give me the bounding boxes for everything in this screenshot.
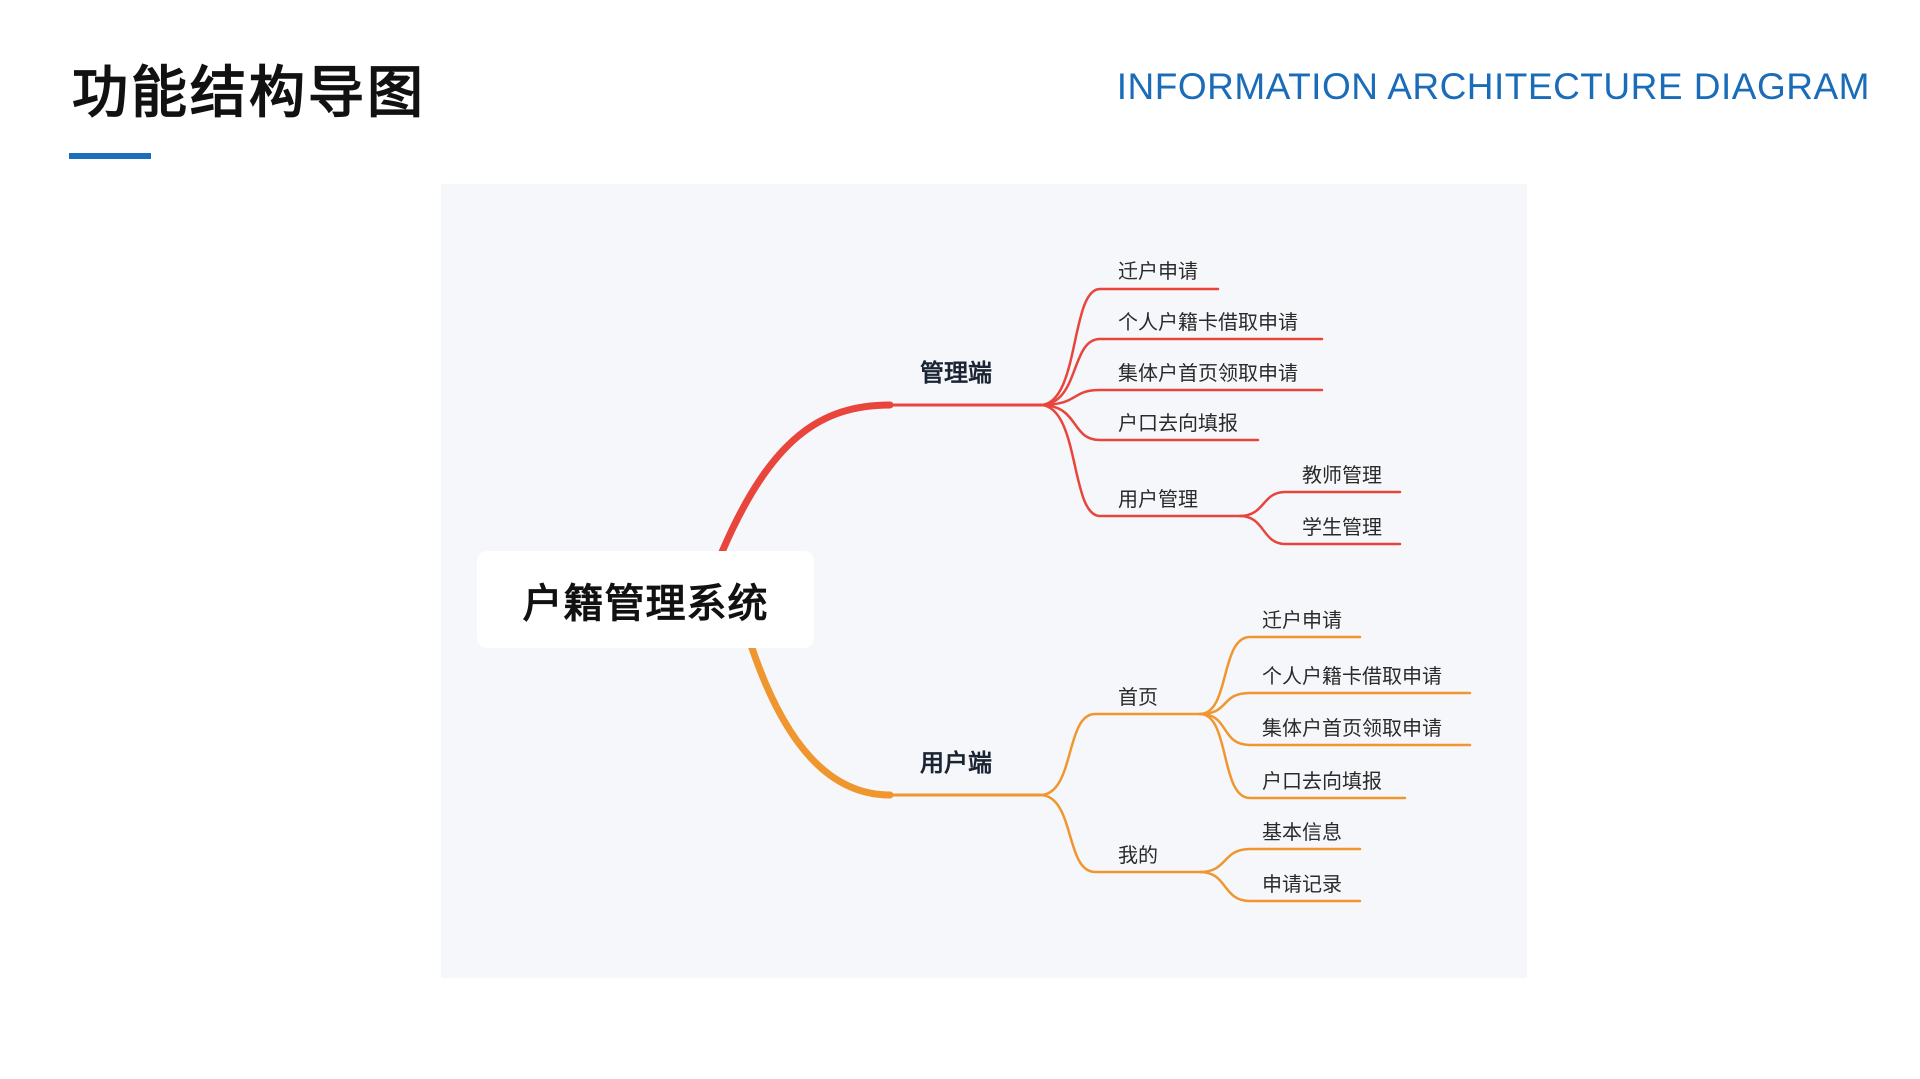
node-mine-records[interactable]: 申请记录 xyxy=(1262,872,1342,896)
branch-admin xyxy=(718,287,1402,556)
connector-admin-child-5 xyxy=(1038,403,1242,518)
connector-mine-child-2 xyxy=(1198,870,1362,903)
connector-mine-child-1 xyxy=(1198,847,1362,874)
page-title: 功能结构导图 xyxy=(72,61,426,126)
node-home-collective[interactable]: 集体户首页领取申请 xyxy=(1262,716,1442,740)
node-admin-destination[interactable]: 户口去向填报 xyxy=(1118,411,1238,435)
root-node-label: 户籍管理系统 xyxy=(522,580,769,627)
node-admin-personal-card[interactable]: 个人户籍卡借取申请 xyxy=(1118,310,1298,334)
connector-admin-child-3 xyxy=(1038,388,1324,407)
connector-admin-child-1 xyxy=(1038,287,1220,407)
connector-root-to-admin xyxy=(718,401,894,556)
connector-home-child-2 xyxy=(1198,691,1472,716)
title-underline xyxy=(69,153,151,159)
connector-admin-child-4 xyxy=(1038,403,1260,442)
connector-home-child-3 xyxy=(1198,712,1472,747)
branch-user xyxy=(748,635,1472,903)
node-home-personal-card[interactable]: 个人户籍卡借取申请 xyxy=(1262,664,1442,688)
root-node[interactable]: 户籍管理系统 xyxy=(477,551,814,648)
connector-user-home xyxy=(1038,712,1202,797)
node-teacher-mgmt[interactable]: 教师管理 xyxy=(1302,463,1382,487)
connector-admin-child-2 xyxy=(1038,337,1324,407)
node-admin[interactable]: 管理端 xyxy=(920,359,992,387)
connector-root-to-user xyxy=(748,644,894,799)
page-subtitle: INFORMATION ARCHITECTURE DIAGRAM xyxy=(1116,66,1870,107)
node-user[interactable]: 用户端 xyxy=(920,749,992,777)
node-admin-migration[interactable]: 迁户申请 xyxy=(1118,259,1198,283)
node-admin-user-mgmt[interactable]: 用户管理 xyxy=(1118,487,1198,511)
node-user-mine[interactable]: 我的 xyxy=(1118,843,1158,867)
node-home-migration[interactable]: 迁户申请 xyxy=(1262,608,1342,632)
node-admin-collective[interactable]: 集体户首页领取申请 xyxy=(1118,361,1298,385)
connector-home-child-1 xyxy=(1198,635,1362,716)
connector-user-mine xyxy=(1038,793,1202,874)
node-user-home[interactable]: 首页 xyxy=(1118,685,1158,709)
node-home-destination[interactable]: 户口去向填报 xyxy=(1262,769,1382,793)
node-mine-basic-info[interactable]: 基本信息 xyxy=(1262,820,1342,844)
node-student-mgmt[interactable]: 学生管理 xyxy=(1302,515,1382,539)
connector-usermgmt-child-2 xyxy=(1238,514,1402,546)
connector-home-child-4 xyxy=(1198,712,1407,800)
connector-usermgmt-child-1 xyxy=(1238,490,1402,518)
